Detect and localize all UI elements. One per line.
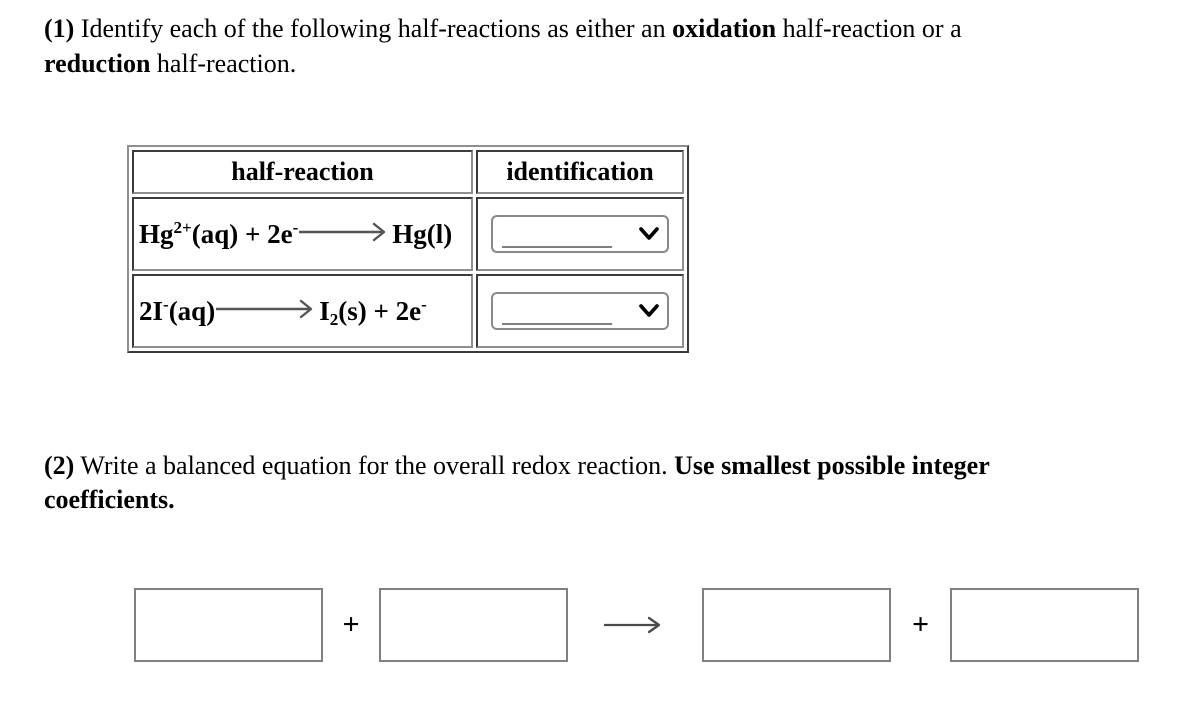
overall-equation-row: + + [134,588,1139,662]
table-row: 2I-(aq)I2(s) + 2e- ___________ [132,274,684,348]
half-reaction-cell-2: 2I-(aq)I2(s) + 2e- [132,274,473,348]
product-box-1[interactable] [702,588,891,662]
table-header-row: half-reaction identification [132,150,684,194]
question-1-number: (1) [44,14,75,43]
long-right-arrow-icon [299,222,386,242]
reactant-box-2[interactable] [379,588,568,662]
product-box-2[interactable] [950,588,1139,662]
table-row: Hg2+(aq) + 2e-Hg(l) ___________ [132,197,684,271]
column-header-half-reaction: half-reaction [132,150,473,194]
half-reaction-formula-2: 2I-(aq)I2(s) + 2e- [139,295,427,329]
identification-cell-1: ___________ [476,197,684,271]
identification-select-1[interactable]: ___________ [491,215,669,253]
plus-sign: + [342,608,360,641]
long-right-arrow-icon [604,616,661,634]
plus-separator-2: + [891,588,950,662]
reactant-box-1[interactable] [134,588,323,662]
question-2-number: (2) [44,451,75,480]
identification-cell-2: ___________ [476,274,684,348]
plus-sign: + [911,608,930,641]
identification-select-2[interactable]: ___________ [491,292,669,330]
half-reaction-formula-1: Hg2+(aq) + 2e-Hg(l) [139,218,453,249]
question-2-text: (2) Write a balanced equation for the ov… [44,451,990,514]
half-reaction-cell-1: Hg2+(aq) + 2e-Hg(l) [132,197,473,271]
plus-separator-1: + [323,588,379,662]
yields-arrow-separator [568,588,702,662]
half-reactions-table: half-reaction identification Hg2+(aq) + … [127,145,689,353]
column-header-identification: identification [476,150,684,194]
identification-select-wrap-1: ___________ [491,215,669,253]
identification-select-wrap-2: ___________ [491,292,669,330]
long-right-arrow-icon [216,299,313,319]
question-1-text: (1) Identify each of the following half-… [44,14,962,78]
